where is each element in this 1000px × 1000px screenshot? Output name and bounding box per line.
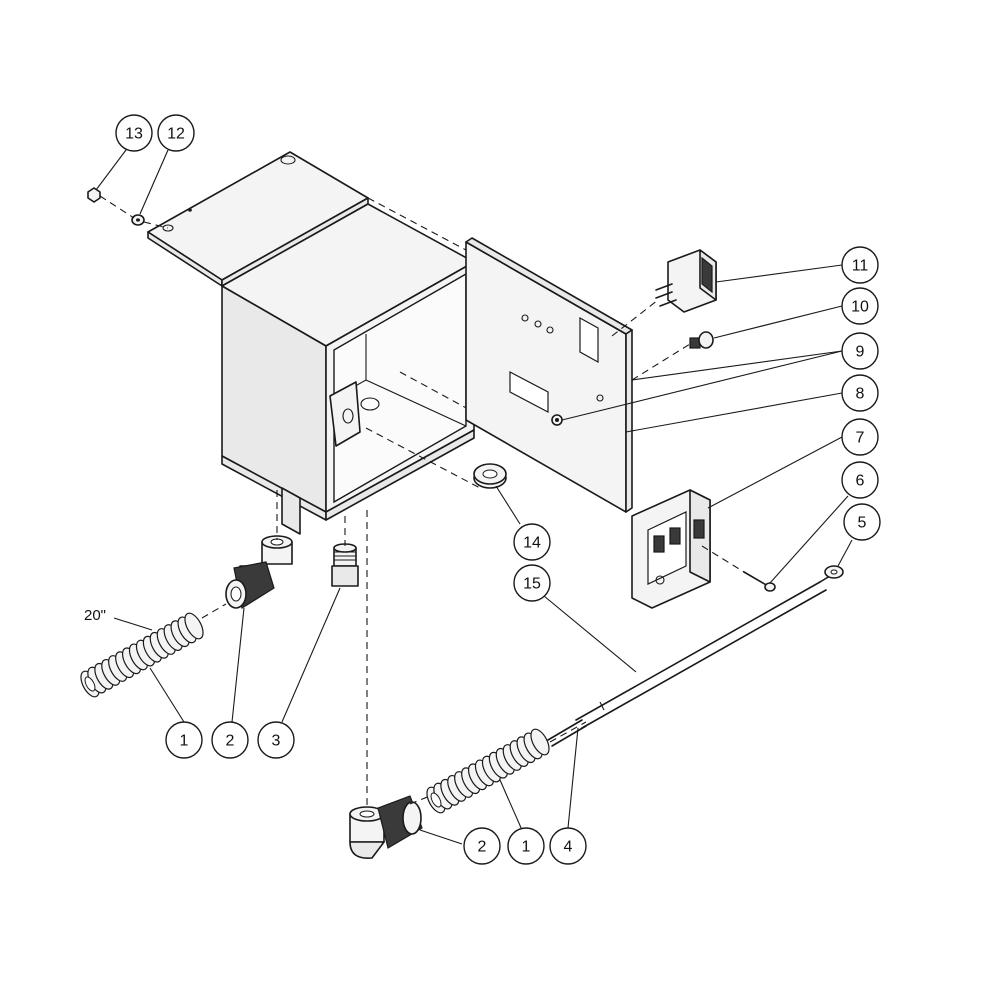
callout-label: 11 <box>852 258 869 275</box>
elbow-connector-lower <box>349 795 423 859</box>
enclosure-box <box>147 151 481 535</box>
callout-label: 1 <box>180 733 189 750</box>
callout-circle <box>513 564 551 602</box>
callout-c6: 6 <box>841 461 879 499</box>
locknut <box>473 463 507 489</box>
callout-label: 6 <box>856 473 865 490</box>
callout-c9: 9 <box>841 332 879 370</box>
indicator-light <box>689 331 714 349</box>
callout-label: 10 <box>851 299 869 316</box>
callout-c10: 10 <box>841 287 879 325</box>
callout-label: 9 <box>856 344 865 361</box>
callout-circle <box>841 332 879 370</box>
callout-circle <box>211 721 249 759</box>
mounting-washer <box>131 214 145 226</box>
callout-circle <box>841 287 879 325</box>
callout-label: 14 <box>523 535 541 552</box>
enclosure-door <box>465 237 633 513</box>
callout-c4: 4 <box>549 827 587 865</box>
callout-circle <box>165 721 203 759</box>
callout-label: 5 <box>858 515 867 532</box>
screw <box>743 571 776 592</box>
terminal-block <box>631 489 711 609</box>
callout-circle <box>841 374 879 412</box>
callout-c15: 15 <box>513 564 551 602</box>
assembly-lines <box>99 195 745 808</box>
leader-lines <box>95 149 853 845</box>
callout-c5: 5 <box>843 503 881 541</box>
elbow-connector-upper <box>225 535 293 609</box>
callout-c1b: 1 <box>507 827 545 865</box>
callout-circle <box>507 827 545 865</box>
callout-circle <box>513 523 551 561</box>
straight-connector <box>331 543 359 587</box>
callout-label: 2 <box>226 733 235 750</box>
callout-c14: 14 <box>513 523 551 561</box>
callout-circle <box>463 827 501 865</box>
callout-label: 8 <box>856 386 865 403</box>
callout-circle <box>157 114 195 152</box>
callout-c13: 13 <box>115 114 153 152</box>
conduit-upper <box>80 612 204 698</box>
callout-c2a: 2 <box>211 721 249 759</box>
callout-c2b: 2 <box>463 827 501 865</box>
washer-9 <box>551 414 563 426</box>
callout-c12: 12 <box>157 114 195 152</box>
conduit-lower <box>426 728 550 814</box>
callout-circle <box>841 246 879 284</box>
callout-circle <box>843 503 881 541</box>
callout-c7: 7 <box>841 418 879 456</box>
callout-c8: 8 <box>841 374 879 412</box>
callout-label: 1 <box>522 839 531 856</box>
conduit-length-note: 20" <box>84 607 106 624</box>
callout-circle <box>257 721 295 759</box>
callout-circle <box>841 461 879 499</box>
callout-circle <box>841 418 879 456</box>
callout-label: 12 <box>167 126 185 143</box>
callout-label: 13 <box>125 126 143 143</box>
hex-nut <box>87 187 101 203</box>
callout-label: 3 <box>272 733 281 750</box>
callout-c1a: 1 <box>165 721 203 759</box>
callout-label: 4 <box>564 839 573 856</box>
callout-c3: 3 <box>257 721 295 759</box>
rocker-switch <box>655 249 717 313</box>
callout-label: 7 <box>856 430 865 447</box>
callout-label: 15 <box>523 576 541 593</box>
ground-wire <box>575 565 844 729</box>
callout-c11: 11 <box>841 246 879 284</box>
callout-circle <box>115 114 153 152</box>
conduit-wire <box>547 719 587 747</box>
callout-circle <box>549 827 587 865</box>
callout-label: 2 <box>478 839 487 856</box>
